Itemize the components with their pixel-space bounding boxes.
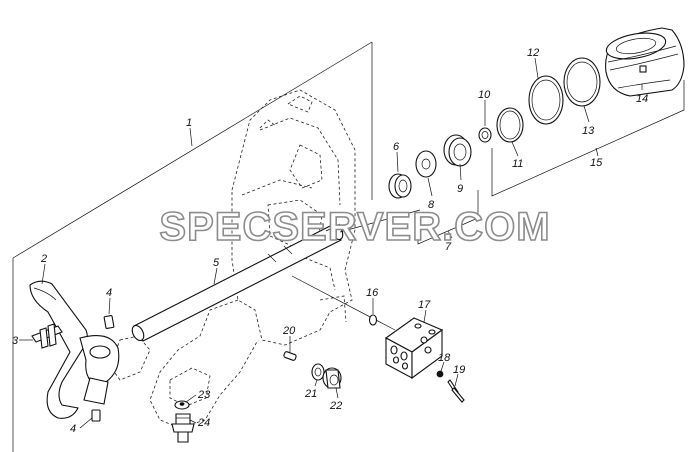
snap-ring-12: [528, 75, 564, 125]
callout-19: 19: [453, 364, 465, 376]
callout-11: 11: [512, 158, 523, 170]
callout-13: 13: [582, 125, 595, 137]
o-ring-11: [496, 107, 524, 143]
bracket-15: [491, 80, 685, 197]
bracket-7: [417, 190, 479, 245]
washer-21: [311, 363, 325, 381]
piston-14: [605, 27, 685, 97]
set-screw-4-lower: [91, 409, 101, 422]
callout-3: 3: [12, 335, 19, 347]
leader-lines: [19, 57, 643, 429]
assembly-1-bracket: [12, 41, 373, 452]
watermark-text: SPECSERVER.COM: [159, 205, 550, 249]
callout-4-upper: 4: [106, 287, 112, 299]
callout-14: 14: [636, 93, 648, 105]
set-screw-4-upper: [103, 315, 115, 329]
washer-8: [415, 150, 437, 178]
callout-5: 5: [213, 257, 220, 269]
callout-8: 8: [428, 199, 435, 211]
shift-fork-2: [29, 280, 120, 419]
callout-1: 1: [186, 117, 192, 129]
lock-plate-3: [31, 323, 63, 349]
callout-15: 15: [590, 157, 603, 169]
o-ring-16: [368, 314, 378, 326]
callout-7: 7: [445, 241, 452, 253]
callout-20: 20: [282, 325, 296, 337]
shaft-axis-line: [339, 209, 421, 233]
washer-23: [174, 400, 190, 410]
seal-6: [388, 173, 412, 199]
callout-12: 12: [527, 47, 539, 59]
callout-4-lower: 4: [70, 423, 76, 435]
callout-2: 2: [40, 253, 47, 265]
callout-18: 18: [438, 352, 451, 364]
callout-16: 16: [366, 287, 379, 299]
nut-10: [478, 127, 492, 143]
valve-axis-line: [291, 275, 396, 331]
callout-21: 21: [304, 388, 317, 400]
callout-labels: 1 2 3 4 4 5 6 7 8 9 10 11 12 13 14 15 16…: [12, 47, 648, 435]
callout-6: 6: [393, 141, 400, 153]
cup-9: [443, 134, 472, 167]
callout-23: 23: [197, 389, 211, 401]
shift-rod-5: [131, 223, 344, 342]
bolt-19: [447, 379, 465, 403]
valve-block-17: [384, 317, 444, 380]
callout-9: 9: [457, 183, 463, 195]
pin-20: [283, 351, 297, 361]
callout-24: 24: [197, 417, 210, 429]
callout-22: 22: [329, 400, 342, 412]
callout-17: 17: [418, 299, 431, 311]
o-ring-13: [563, 57, 601, 107]
plug-22: [322, 367, 342, 389]
washer-18: [436, 370, 444, 378]
switch-24: [171, 413, 195, 443]
callout-10: 10: [478, 89, 491, 101]
